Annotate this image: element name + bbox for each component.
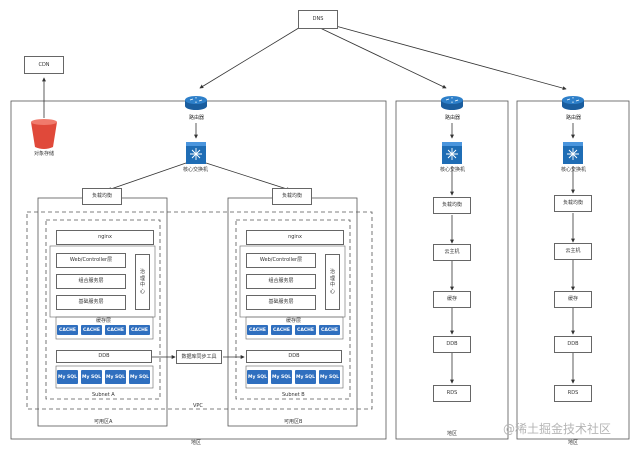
- switch-r2-label: 核心交换机: [440, 167, 466, 173]
- mysql-a-4: My SQL: [129, 370, 150, 384]
- cache-a-4: CACHE: [129, 325, 150, 335]
- region-main-label: 地区: [191, 440, 202, 446]
- arrow-dns-router1: [199, 25, 303, 89]
- arrow-switch-lb-a: [107, 162, 187, 191]
- bucket-icon: [31, 119, 57, 149]
- region-2-label: 地区: [447, 431, 458, 437]
- gov-b: 治理中心: [325, 254, 340, 310]
- mysql-b-4: My SQL: [319, 370, 340, 384]
- arrow-dns-router2: [317, 26, 447, 89]
- cdn-node: CDN: [24, 56, 64, 74]
- router-main-label: 路由器: [189, 115, 205, 121]
- zone-b-label: 可用区B: [284, 419, 303, 425]
- host-r2: 云主机: [433, 244, 471, 261]
- subnet-a-label: Subnet A: [92, 392, 115, 398]
- base-b: 基础服务层: [246, 295, 316, 310]
- router-r2-icon: [441, 96, 463, 110]
- switch-main-icon: [186, 142, 206, 164]
- nginx-b: nginx: [246, 230, 344, 245]
- region-3-label: 地区: [568, 440, 579, 446]
- ddb-b: DDB: [246, 350, 342, 363]
- lb-r3: 负载均衡: [554, 195, 592, 212]
- cache-b-1: CACHE: [247, 325, 268, 335]
- sync-tool: 数据库同步工具: [176, 350, 222, 364]
- host-r3: 云主机: [554, 243, 592, 260]
- switch-r3-label: 核心交换机: [561, 167, 587, 173]
- mysql-a-1: My SQL: [57, 370, 78, 384]
- lb-a: 负载均衡: [82, 188, 122, 205]
- cache-a-3: CACHE: [105, 325, 126, 335]
- nginx-a: nginx: [56, 230, 154, 245]
- subnet-b-frame: [235, 219, 351, 400]
- mysql-b-frame: [245, 365, 344, 389]
- switch-r3-icon: [563, 142, 583, 164]
- mysql-a-3: My SQL: [105, 370, 126, 384]
- switch-r2-icon: [442, 142, 462, 164]
- zone-a-label: 可用区A: [94, 419, 113, 425]
- vpc-label: VPC: [193, 403, 203, 409]
- mysql-a-2: My SQL: [81, 370, 102, 384]
- cache-a-2: CACHE: [81, 325, 102, 335]
- cache-layer-a-frame: [55, 316, 154, 340]
- subnet-a-frame: [45, 219, 161, 400]
- mysql-a-frame: [55, 365, 154, 389]
- router-r2-label: 路由器: [445, 115, 461, 121]
- cache-a-1: CACHE: [57, 325, 78, 335]
- lb-b: 负载均衡: [272, 188, 312, 205]
- vpc-frame: [26, 211, 373, 410]
- web-b: Web/Controller层: [246, 253, 316, 268]
- mysql-b-1: My SQL: [247, 370, 268, 384]
- cache-b-3: CACHE: [295, 325, 316, 335]
- watermark-text: @稀土掘金技术社区: [503, 422, 612, 436]
- oss-label: 对象存储: [34, 151, 55, 157]
- router-r3-icon: [562, 96, 584, 110]
- cache-layer-b-frame: [245, 316, 344, 340]
- switch-main-label: 核心交换机: [183, 167, 209, 173]
- cache-r2: 缓存: [433, 291, 471, 308]
- arrow-switch-lb-b: [205, 162, 291, 191]
- subnet-b-label: Subnet B: [282, 392, 305, 398]
- cache-b-4: CACHE: [319, 325, 340, 335]
- mysql-b-3: My SQL: [295, 370, 316, 384]
- combo-b: 组合服务层: [246, 274, 316, 289]
- base-a: 基础服务层: [56, 295, 126, 310]
- dns-node: DNS: [298, 10, 338, 29]
- mysql-b-2: My SQL: [271, 370, 292, 384]
- cache-r3: 缓存: [554, 291, 592, 308]
- gov-a: 治理中心: [135, 254, 150, 310]
- cache-layer-b-label: 缓存层: [286, 318, 302, 324]
- ddb-r2: DDB: [433, 336, 471, 353]
- rds-r2: RDS: [433, 385, 471, 402]
- web-a: Web/Controller层: [56, 253, 126, 268]
- ddb-a: DDB: [56, 350, 152, 363]
- arrow-dns-router3: [331, 24, 567, 91]
- ddb-r3: DDB: [554, 336, 592, 353]
- router-r3-label: 路由器: [566, 115, 582, 121]
- cache-b-2: CACHE: [271, 325, 292, 335]
- lb-r2: 负载均衡: [433, 197, 471, 214]
- cache-layer-a-label: 缓存层: [96, 318, 112, 324]
- rds-r3: RDS: [554, 385, 592, 402]
- combo-a: 组合服务层: [56, 274, 126, 289]
- router-main-icon: [185, 96, 207, 110]
